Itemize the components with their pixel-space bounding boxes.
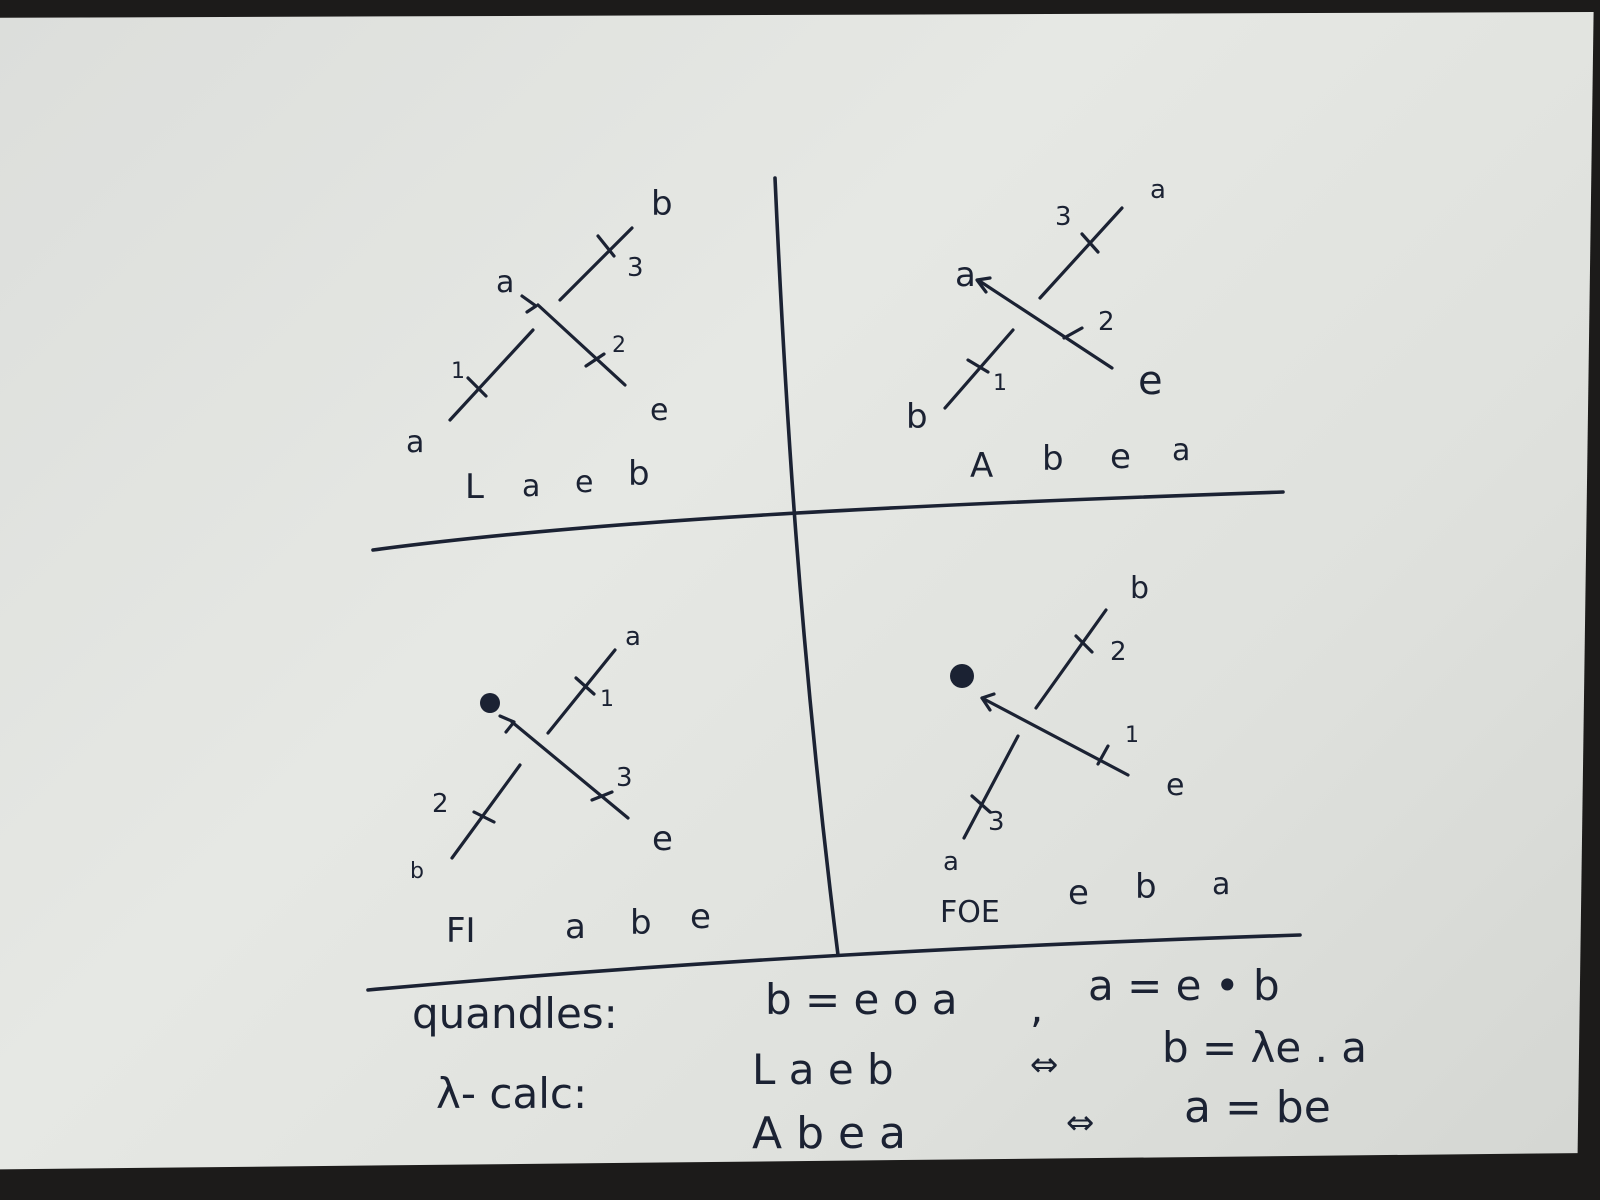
- label-e: e: [650, 393, 668, 428]
- equivalence-arrow: ⇔: [1030, 1045, 1059, 1085]
- strand-under-upper: [558, 226, 634, 302]
- tick-mark: [970, 794, 992, 814]
- equivalence-arrow: ⇔: [1066, 1103, 1095, 1143]
- tick-label-2: 2: [1098, 307, 1115, 337]
- tick-mark: [574, 676, 596, 696]
- label-e: e: [1166, 768, 1184, 803]
- tick-mark: [584, 352, 606, 368]
- lambda-equation-1: b = λe . a: [1162, 1023, 1367, 1072]
- label-a: a: [625, 622, 641, 652]
- lambda-equation-2: a = be: [1184, 1082, 1331, 1133]
- caption-letter: a: [522, 469, 540, 504]
- caption-letter: L: [465, 467, 484, 507]
- strand-over: [980, 696, 1130, 777]
- strand-under-lower: [448, 328, 535, 422]
- paper-card: [0, 12, 1594, 1170]
- arrow-head: [498, 714, 516, 734]
- label-a-corner: a: [955, 255, 976, 295]
- arrow-head: [975, 276, 992, 294]
- tick-label-2: 2: [612, 333, 626, 358]
- strand-under-lower: [450, 763, 522, 860]
- tick-label-1: 1: [993, 371, 1007, 396]
- caption-letter: FOE: [940, 895, 1000, 930]
- lambda-term-1: L a e b: [752, 1045, 894, 1094]
- equation-separator: ,: [1030, 983, 1043, 1032]
- quandle-equation-2: a = e • b: [1088, 961, 1280, 1010]
- tick-mark: [596, 234, 616, 258]
- strand-over: [510, 720, 630, 820]
- strand-over: [536, 303, 627, 387]
- panel-top-right: a b a e 1 2 3 A b e a: [906, 175, 1190, 486]
- label-b: b: [651, 184, 673, 224]
- caption-letter: e: [1110, 437, 1131, 477]
- tick-mark: [1096, 744, 1110, 766]
- tick-mark: [466, 376, 488, 398]
- tick-label-3: 3: [988, 807, 1005, 837]
- lambda-term-2: A b e a: [752, 1108, 906, 1159]
- vertical-divider: [773, 176, 840, 957]
- panel-bottom-left: a b e 1 2 3 FI a b e: [410, 622, 711, 951]
- tick-mark: [966, 358, 990, 374]
- tick-mark: [590, 790, 614, 802]
- strand-under-lower: [962, 734, 1020, 840]
- label-a: a: [943, 847, 959, 877]
- tick-label-3: 3: [627, 253, 644, 283]
- label-a: a: [1150, 175, 1166, 205]
- tick-label-1: 1: [600, 687, 614, 712]
- tick-mark: [1062, 326, 1084, 340]
- caption-letter: b: [630, 903, 652, 943]
- footer-equations: quandles: b = e o a , a = e • b λ- calc:…: [412, 961, 1367, 1159]
- caption-letter: a: [1212, 867, 1230, 902]
- tick-label-3: 3: [1055, 202, 1072, 232]
- caption-letter: FI: [446, 911, 476, 951]
- caption-letter: e: [690, 897, 711, 937]
- panel-bottom-right: b a e 1 2 3 FOE e b a: [940, 571, 1230, 930]
- tick-label-1: 1: [1125, 723, 1139, 748]
- panel-top-left: b a a e 1 2 3 L a e b: [406, 184, 673, 507]
- quandles-label: quandles:: [412, 989, 618, 1038]
- strand-over: [976, 278, 1114, 370]
- base-point-dot: [950, 664, 974, 688]
- base-point-dot: [480, 693, 500, 713]
- horizontal-divider-top: [371, 490, 1285, 552]
- caption-letter: b: [1135, 867, 1157, 907]
- lambda-calc-label: λ- calc:: [436, 1069, 587, 1118]
- label-e: e: [652, 819, 673, 859]
- caption-letter: e: [1068, 873, 1089, 913]
- caption-letter: b: [1042, 439, 1064, 479]
- label-a: a: [406, 425, 424, 460]
- tick-mark: [1080, 232, 1100, 254]
- label-b: b: [1130, 571, 1149, 606]
- tick-mark: [472, 810, 496, 824]
- label-b: b: [410, 859, 424, 884]
- caption-letter: a: [1172, 433, 1190, 468]
- horizontal-divider-bottom: [366, 933, 1302, 992]
- label-a-corner: a: [496, 265, 514, 300]
- strand-under-lower: [943, 328, 1015, 410]
- caption-letter: b: [628, 454, 650, 494]
- arrow-head: [520, 294, 538, 314]
- tick-mark: [1074, 634, 1094, 654]
- tick-label-2: 2: [1110, 637, 1127, 667]
- label-b: b: [906, 397, 928, 437]
- label-e: e: [1138, 358, 1163, 404]
- strand-under-upper: [546, 648, 617, 735]
- tick-label-1: 1: [451, 359, 465, 384]
- strand-under-upper: [1038, 206, 1124, 300]
- tick-label-2: 2: [432, 789, 449, 819]
- strand-under-upper: [1034, 608, 1108, 710]
- quandle-equation-1: b = e o a: [765, 975, 958, 1024]
- caption-letter: A: [970, 446, 993, 486]
- arrow-head: [980, 692, 996, 712]
- caption-letter: e: [575, 465, 593, 500]
- caption-letter: a: [565, 907, 586, 947]
- tick-label-3: 3: [616, 763, 633, 793]
